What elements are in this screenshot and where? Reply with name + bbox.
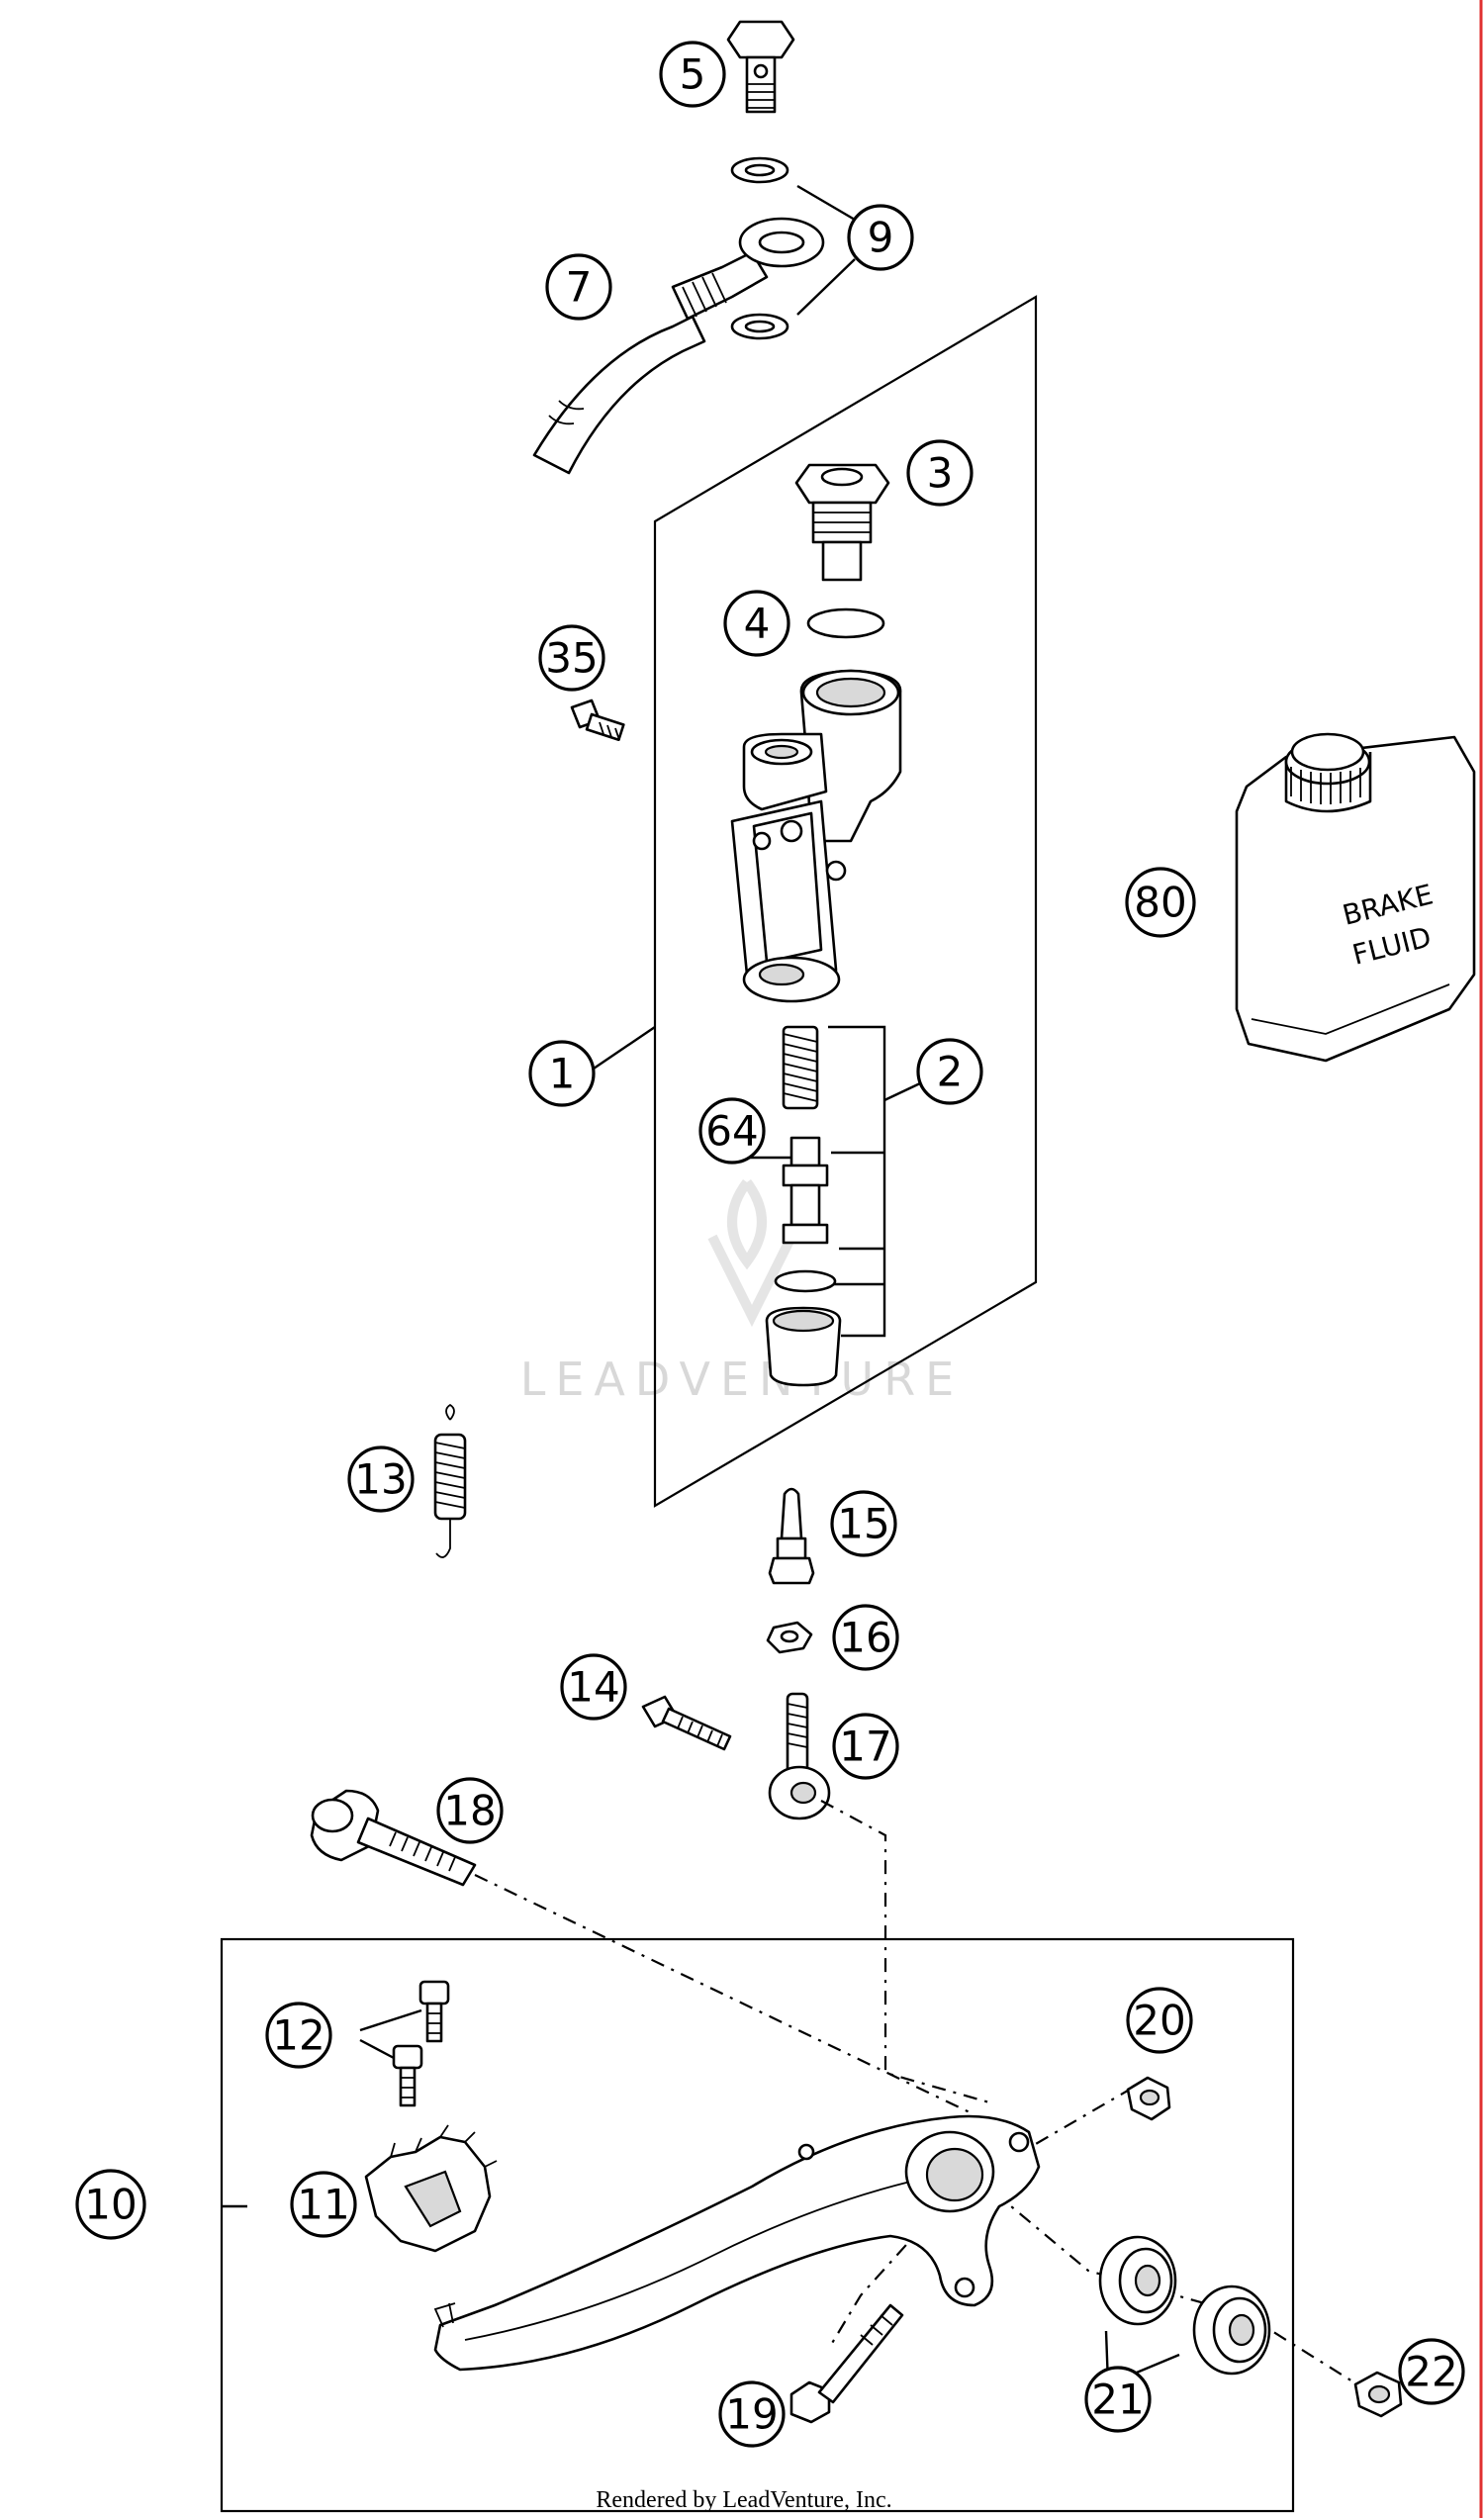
brake-hose [532,217,825,475]
svg-text:14: 14 [567,1663,619,1712]
spring [782,1025,819,1110]
callout-2: 2 [916,1038,983,1105]
svg-text:13: 13 [354,1455,407,1504]
brake-pedal [433,2114,1041,2372]
svg-text:2: 2 [937,1048,964,1096]
callout-9: 9 [847,204,914,271]
callout-15: 15 [830,1490,897,1557]
callout-13: 13 [347,1446,415,1513]
callout-5: 5 [659,41,726,108]
svg-text:11: 11 [297,2181,349,2229]
svg-text:19: 19 [725,2390,778,2439]
svg-text:9: 9 [868,214,894,262]
callout-80: 80 [1125,867,1196,938]
o-ring [806,607,885,639]
callout-16: 16 [832,1604,899,1671]
callout-14: 14 [560,1653,627,1721]
callout-3: 3 [906,439,974,507]
callout-10: 10 [75,2169,146,2240]
svg-text:35: 35 [545,634,598,683]
leader-lines [222,184,1180,2386]
callout-12: 12 [265,2002,332,2069]
bearing-left [1098,2235,1177,2326]
svg-text:20: 20 [1133,1997,1185,2045]
reservoir-fitting [794,463,890,582]
boot [765,1306,842,1387]
callout-11: 11 [290,2171,357,2238]
svg-text:4: 4 [744,600,771,648]
screw-35 [570,699,625,742]
copper-washer-bottom [730,313,789,340]
bolt-19 [789,2303,904,2424]
footer-credit: Rendered by LeadVenture, Inc. [596,2487,891,2513]
callout-18: 18 [436,1777,504,1844]
return-spring [433,1403,467,1558]
callout-7: 7 [545,253,612,321]
banjo-bolt [726,20,795,114]
callout-20: 20 [1126,1987,1193,2054]
callout-35: 35 [538,624,605,692]
svg-text:64: 64 [705,1107,758,1156]
callout-19: 19 [718,2380,786,2448]
svg-text:15: 15 [837,1500,889,1548]
bearing-right [1192,2285,1271,2376]
pedal-tip [364,2124,498,2253]
assembly-line-pivot [474,1874,1248,2317]
svg-text:16: 16 [839,1614,891,1662]
svg-text:1: 1 [549,1050,576,1098]
watermark-text: LEADVENTURE [520,1352,965,1406]
svg-text:80: 80 [1134,879,1186,927]
callout-4: 4 [723,590,790,657]
master-cylinder-body [730,669,902,1003]
svg-text:17: 17 [839,1723,891,1771]
callout-17: 17 [832,1713,899,1780]
svg-text:3: 3 [927,449,954,498]
lock-nut [766,1621,813,1654]
svg-text:18: 18 [443,1787,496,1835]
copper-washer-top [730,156,789,184]
assembly-line-nut [978,2087,1134,2178]
svg-text:12: 12 [272,2011,325,2060]
pivot-bolt [310,1789,477,1887]
bolt-14 [641,1695,732,1751]
svg-text:21: 21 [1091,2376,1144,2424]
nut-20 [1126,2076,1171,2121]
svg-text:5: 5 [680,50,706,99]
callout-64: 64 [698,1097,766,1165]
screw-12-top [418,1980,450,2043]
circlip [774,1269,837,1293]
push-rod [768,1487,815,1585]
callout-22: 22 [1398,2338,1465,2405]
brake-fluid-bottle: BRAKE FLUID [1235,732,1476,1063]
svg-text:22: 22 [1405,2348,1457,2396]
piston [782,1136,829,1245]
screw-12-bottom [392,2044,423,2107]
callout-1: 1 [528,1040,596,1107]
pedal-group-frame [220,1937,1295,2513]
callout-21: 21 [1084,2366,1152,2433]
nut-22 [1353,2371,1403,2418]
cylinder-group-frame [653,295,1038,1508]
svg-text:10: 10 [84,2181,137,2229]
watermark-logo [707,1179,796,1328]
svg-text:7: 7 [566,263,593,312]
assembly-line-clevis [820,1800,990,2104]
clevis [768,1692,831,1820]
